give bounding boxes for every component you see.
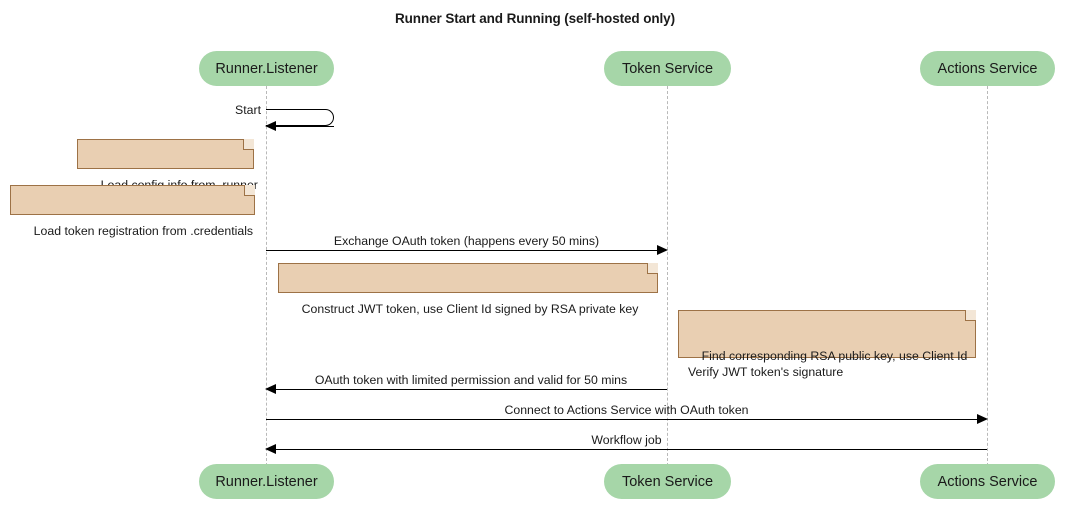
participant-label: Token Service (621, 60, 714, 77)
participant-runner-bottom[interactable]: Runner.Listener (199, 464, 334, 499)
note-load-token-registration: Load token registration from .credential… (10, 185, 255, 238)
note-fold-icon (965, 310, 976, 321)
lifeline-token (667, 86, 668, 466)
participant-runner-top[interactable]: Runner.Listener (199, 51, 334, 86)
participant-token-top[interactable]: Token Service (604, 51, 731, 86)
participant-actions-top[interactable]: Actions Service (920, 51, 1055, 86)
message-label-exchange-oauth-token: Exchange OAuth token (happens every 50 m… (333, 234, 600, 248)
note-construct-jwt-token: Construct JWT token, use Client Id signe… (278, 263, 658, 316)
arrowhead-left-icon (265, 443, 276, 454)
message-self-start (266, 109, 334, 126)
message-line-workflow-job (276, 449, 987, 450)
participant-label: Runner.Listener (215, 473, 318, 490)
participant-label: Actions Service (937, 60, 1038, 77)
note-fold-icon (647, 263, 658, 274)
note-text: Construct JWT token, use Client Id signe… (301, 302, 639, 316)
participant-label: Token Service (621, 473, 714, 490)
participant-label: Actions Service (937, 473, 1038, 490)
message-label-connect-actions-service: Connect to Actions Service with OAuth to… (504, 403, 749, 417)
message-line-connect-actions-service (266, 419, 978, 420)
message-self-start-return (272, 126, 334, 127)
message-label-workflow-job: Workflow job (591, 433, 662, 447)
participant-label: Runner.Listener (215, 60, 318, 77)
note-fold-icon (244, 185, 255, 196)
diagram-title: Runner Start and Running (self-hosted on… (395, 11, 675, 26)
message-line-oauth-token-return (276, 389, 667, 390)
note-load-config: Load config info from .runner (77, 139, 258, 192)
note-text: Find corresponding RSA public key, use C… (688, 349, 968, 379)
participant-token-bottom[interactable]: Token Service (604, 464, 731, 499)
note-fold-icon (243, 139, 254, 150)
message-label-start: Start (235, 103, 261, 117)
arrowhead-right-icon (657, 244, 668, 255)
note-text: Load token registration from .credential… (33, 224, 254, 238)
arrowhead-left-icon (265, 383, 276, 394)
lifeline-runner (266, 86, 267, 466)
lifeline-actions (987, 86, 988, 466)
note-verify-jwt-signature: Find corresponding RSA public key, use C… (678, 310, 976, 379)
arrowhead-left-icon (265, 120, 276, 131)
message-line-exchange-oauth-token (266, 250, 658, 251)
message-label-oauth-token-return: OAuth token with limited permission and … (314, 373, 628, 387)
participant-actions-bottom[interactable]: Actions Service (920, 464, 1055, 499)
arrowhead-right-icon (977, 413, 988, 424)
